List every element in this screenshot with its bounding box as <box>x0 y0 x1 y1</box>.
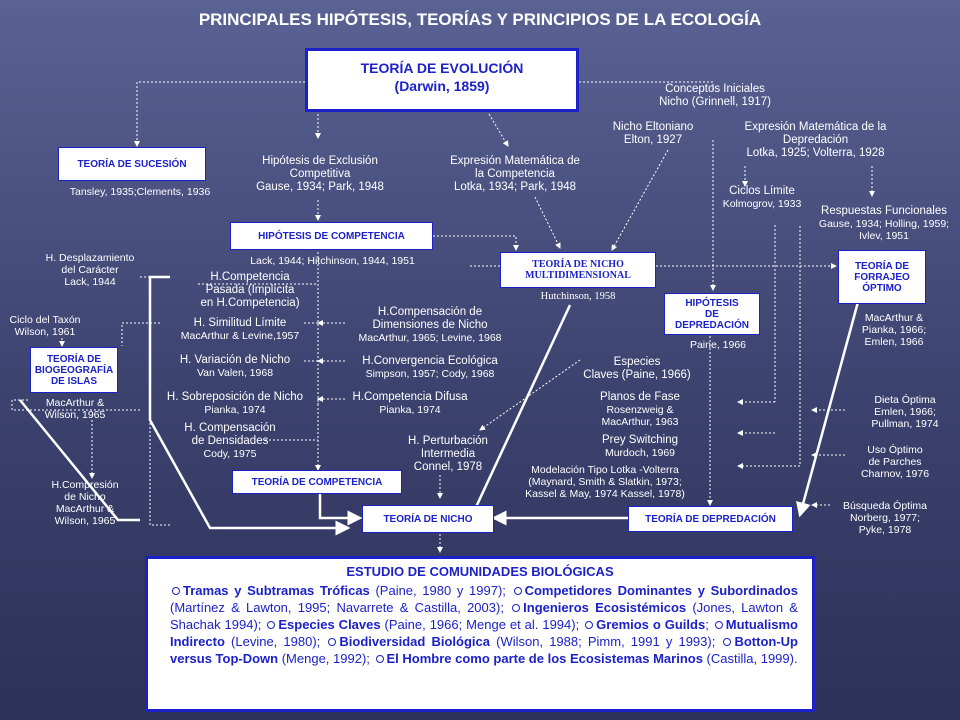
succession-cite: Tansley, 1935;Clements, 1936 <box>69 186 211 198</box>
bullet-icon <box>714 620 723 629</box>
evolution-theory-box: TEORÍA DE EVOLUCIÓN (Darwin, 1859) <box>305 48 579 112</box>
community-studies-title: ESTUDIO DE COMUNIDADES BIOLÓGICAS <box>346 564 614 579</box>
succession-theory-label: TEORÍA DE SUCESIÓN <box>77 158 187 170</box>
evolution-theory-name: TEORÍA DE EVOLUCIÓN <box>360 60 524 76</box>
community-studies-box: ESTUDIO DE COMUNIDADES BIOLÓGICAS Tramas… <box>145 556 815 712</box>
competition-hypothesis-box: HIPÓTESIS DE COMPETENCIA <box>230 222 433 250</box>
page-title: PRINCIPALES HIPÓTESIS, TEORÍAS Y PRINCIP… <box>198 10 762 29</box>
multidimensional-niche-cite: Hutchinson, 1958 <box>540 291 616 302</box>
niche-theory-box: TEORÍA DE NICHO <box>362 505 494 533</box>
optimal-foraging-cite: MacArthur &Pianka, 1966;Emlen, 1966 <box>861 312 927 348</box>
lotka-volterra-modeling: Modelación Tipo Lotka -Volterra(Maynard,… <box>525 464 685 500</box>
bullet-icon <box>512 603 521 612</box>
evolution-theory-cite: (Darwin, 1859) <box>394 78 490 94</box>
bullet-icon <box>375 654 384 663</box>
bullet-icon <box>267 620 276 629</box>
competition-theory-box: TEORÍA DE COMPETENCIA <box>232 470 402 494</box>
bullet-icon <box>585 620 594 629</box>
bullet-icon <box>513 586 522 595</box>
predation-hypothesis-cite: Paine, 1966 <box>689 339 747 351</box>
island-biogeography-cite: MacArthur &Wilson, 1965 <box>44 397 106 421</box>
competition-hypothesis-cite: Lack, 1944; Hitchinson, 1944, 1951 <box>250 255 415 267</box>
community-studies-text: Tramas y Subtramas Tróficas (Paine, 1980… <box>170 583 798 666</box>
succession-theory-box: TEORÍA DE SUCESIÓN <box>58 147 206 181</box>
bullet-icon <box>172 586 180 595</box>
bullet-icon <box>723 637 732 646</box>
predation-theory-box: TEORÍA DE DEPREDACIÓN <box>628 506 793 532</box>
bullet-icon <box>328 637 337 646</box>
